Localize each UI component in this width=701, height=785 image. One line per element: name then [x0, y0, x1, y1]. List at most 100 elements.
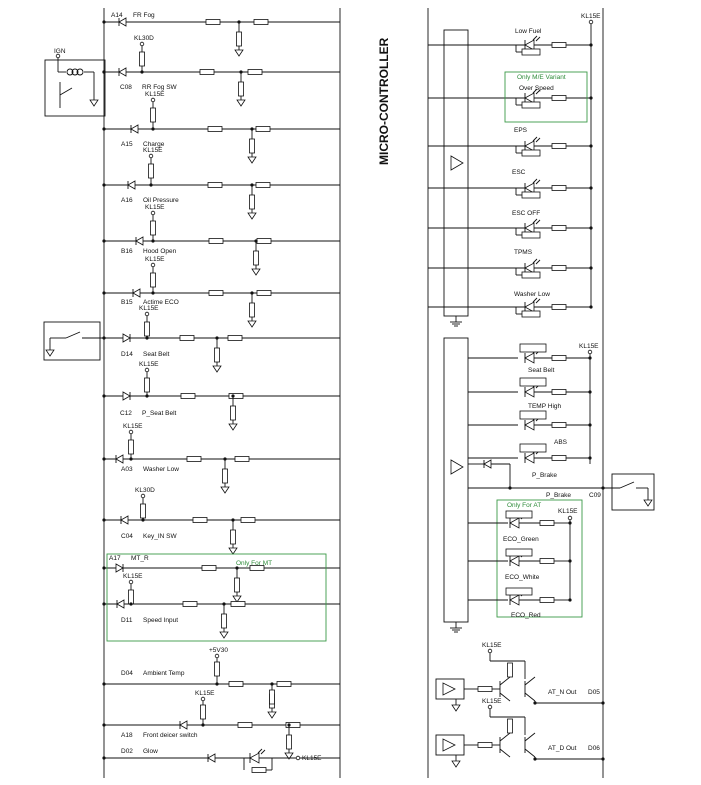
output-pin: D06 [588, 745, 600, 752]
indicator-label: Over Speed [519, 85, 554, 92]
pullup-network: KL15E [145, 204, 165, 243]
supply-label: KL30D [135, 487, 155, 494]
relay-coil [76, 68, 84, 76]
transistor-collector [524, 676, 536, 686]
junction-dot [589, 305, 593, 309]
junction-dot [151, 239, 155, 243]
pulldown-resistor [222, 468, 228, 484]
junction-dot [129, 457, 133, 461]
pin-label: D14 [121, 351, 133, 358]
led-ray [535, 89, 541, 95]
pulldown-resistor [249, 194, 255, 210]
transistor-emitter [499, 692, 511, 702]
junction-dot [588, 456, 592, 460]
bus-junction-dot [102, 602, 106, 606]
supply-label: KL15E [195, 690, 215, 697]
signal-label: Glow [143, 748, 158, 755]
led-triangle [509, 517, 520, 529]
earth-ground-icon [450, 321, 462, 327]
junction-dot [145, 336, 149, 340]
eco-indicator-3: ECO_Red [468, 587, 572, 619]
pin-label: D04 [121, 670, 133, 677]
pin-label: C12 [120, 410, 132, 417]
supply-terminal [144, 311, 150, 317]
pulldown-network [251, 239, 261, 276]
ign-switch-block: IGN [44, 48, 106, 117]
pin-label: C08 [120, 84, 132, 91]
junction-dot [151, 127, 155, 131]
pullup-network: KL15E [195, 690, 215, 727]
series-resistor [255, 182, 271, 188]
led-ray [535, 137, 541, 143]
series-resistor [186, 456, 202, 462]
supply-label: KL30D [134, 35, 154, 42]
led-triangle [524, 140, 535, 152]
pbrake-out-pin: C09 [589, 492, 601, 499]
buffer-icon [450, 459, 464, 475]
pulldown-network [232, 566, 242, 603]
input-diode [115, 563, 124, 573]
series-resistor [234, 456, 250, 462]
series-resistor [228, 393, 244, 399]
supply-label: KL15E [145, 256, 165, 263]
pin-label: A03 [121, 466, 133, 473]
indicator-label: ESC OFF [512, 210, 540, 217]
collector-resistor [507, 662, 513, 678]
supply-label: KL15E [123, 573, 143, 580]
indicator-label: P_Brake [532, 472, 557, 479]
ground-icon [89, 99, 99, 107]
ambient-resistor [269, 689, 275, 705]
bus-junction-dot [102, 291, 106, 295]
led-ray [532, 178, 538, 184]
series-resistor [227, 335, 243, 341]
left-circuit-2: C08 RR Fog SW KL30D [102, 35, 340, 107]
upper-indicator-6: TPMS [428, 249, 593, 279]
indicator-resistor [551, 389, 567, 395]
junction-dot [589, 43, 593, 47]
series-resistor [256, 238, 272, 244]
ground-icon [212, 365, 222, 373]
pullup-resistor [144, 377, 150, 393]
upper-supply-terminal [588, 19, 594, 25]
earth-ground-icon [450, 627, 462, 633]
mt-note: Only For MT [236, 560, 272, 567]
pullup-network: KL15E [145, 91, 165, 131]
junction-dot [140, 70, 144, 74]
relay-coil [71, 68, 79, 76]
at-option-box [496, 499, 583, 618]
supply-terminal [128, 429, 134, 435]
buffer-triangle [442, 738, 456, 752]
transistor-emitter [524, 692, 536, 702]
indicator-box [521, 101, 541, 109]
input-diode [127, 180, 136, 190]
series-resistor [179, 335, 195, 341]
series-resistor [207, 182, 223, 188]
lower-indicator-3: ABS [468, 410, 592, 446]
led-triangle [524, 301, 535, 313]
indicator-resistor [539, 558, 555, 564]
pullup-network: KL15E [123, 573, 143, 606]
supply-terminal [140, 493, 146, 499]
indicator-label: ESC [512, 169, 526, 176]
transistor-collector [499, 732, 511, 742]
output-label: AT_D Out [548, 745, 577, 752]
signal-label: RR Fog SW [142, 84, 178, 91]
pulldown-resistor [236, 31, 242, 47]
led-triangle [524, 452, 535, 464]
led-ray [532, 218, 538, 224]
pulldown-resistor [253, 250, 259, 266]
controller-block [443, 29, 469, 317]
input-diode [135, 236, 144, 246]
input-diode [120, 515, 129, 525]
bus-junction-dot [102, 723, 106, 727]
